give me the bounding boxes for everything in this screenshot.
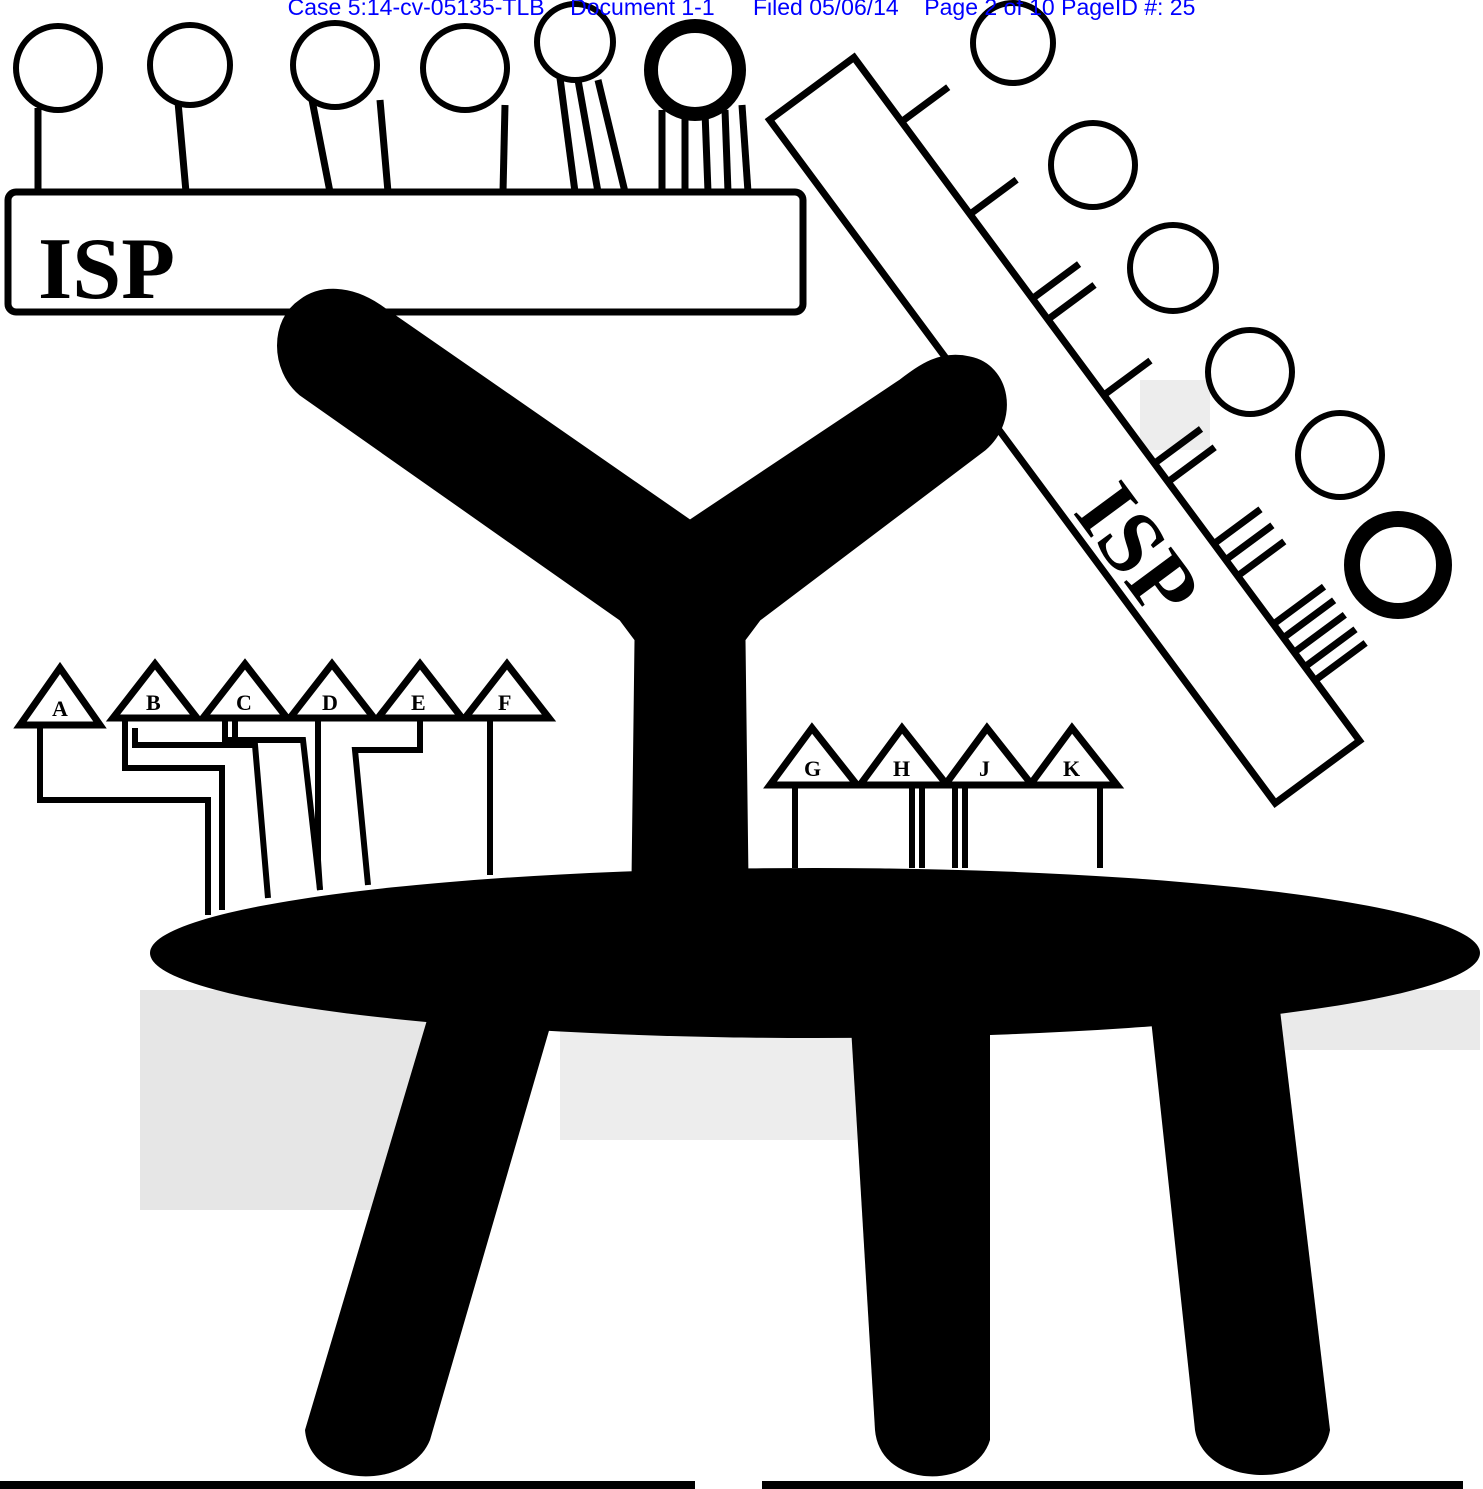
tilted-lollipop-head-3 [1130, 225, 1216, 311]
triangle-e-label: E [411, 690, 426, 715]
tilted-lollipop-head-2 [1051, 123, 1135, 207]
triangle-f: F [465, 664, 549, 718]
triangle-j-label: J [979, 756, 990, 781]
tilted-lollipop-head-5 [1298, 413, 1382, 497]
top-lollipop-head-6 [651, 26, 739, 114]
right-wires [795, 785, 1100, 868]
top-lollipop-head-1 [16, 26, 100, 110]
triangle-k-label: K [1063, 756, 1080, 781]
triangle-b: B [113, 664, 197, 718]
triangle-h: H [860, 728, 947, 785]
table-leg-right [1150, 1010, 1330, 1475]
top-lollipop-head-2 [150, 25, 230, 105]
document-header-stamp: Case 5:14-cv-05135-TLB Document 1-1 File… [0, 0, 1483, 24]
triangle-j: J [945, 728, 1032, 785]
triangle-k: K [1030, 728, 1117, 785]
top-isp-label: ISP [38, 221, 175, 318]
triangle-g-label: G [804, 756, 821, 781]
triangle-f-label: F [498, 690, 511, 715]
triangle-e: E [378, 664, 462, 718]
triangle-h-label: H [893, 756, 910, 781]
y-connector [278, 289, 1007, 880]
top-lollipop-stems [38, 78, 748, 192]
triangle-c-label: C [236, 690, 252, 715]
black-table-oval [150, 868, 1480, 1038]
triangle-c: C [203, 664, 287, 718]
left-triangles: A B C D E F [20, 664, 549, 725]
triangle-a-label: A [52, 696, 68, 721]
triangle-b-label: B [146, 690, 161, 715]
triangle-d-label: D [322, 690, 338, 715]
triangle-d: D [290, 664, 374, 718]
triangle-g: G [770, 728, 857, 785]
triangle-a: A [20, 668, 100, 725]
y-connector-shape [278, 289, 1007, 880]
top-lollipop-head-4 [423, 26, 507, 110]
right-triangles: G H J K [770, 728, 1117, 785]
tilted-lollipop-head-4 [1208, 330, 1292, 414]
tilted-lollipop-head-6 [1352, 519, 1444, 611]
tilted-lollipop-heads [973, 3, 1444, 611]
table-leg-middle [850, 1010, 990, 1476]
top-lollipop-head-3 [293, 23, 377, 107]
